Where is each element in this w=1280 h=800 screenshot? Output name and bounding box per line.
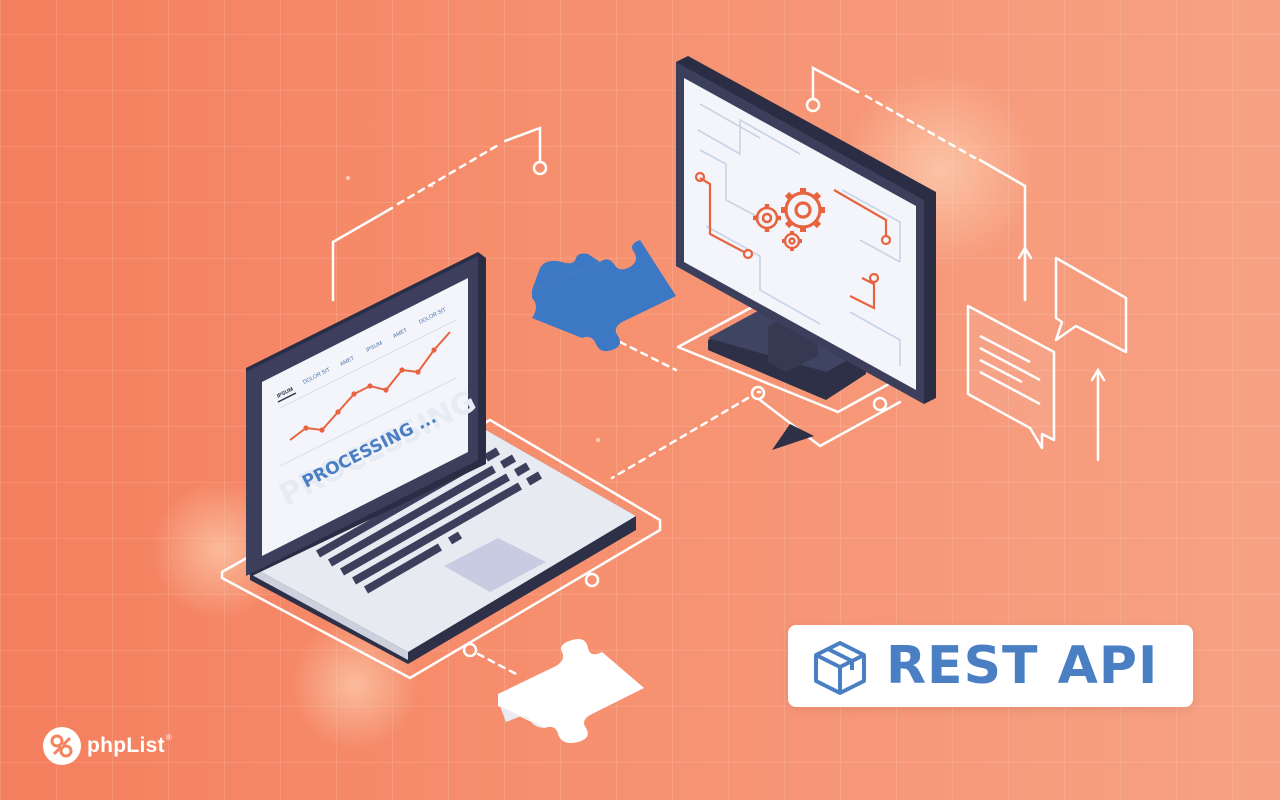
gear-icon [753,204,781,232]
gear-icon [782,231,802,251]
desktop-monitor [676,56,936,404]
laptop: IPSUM DOLOR SIT AMET IPSUM AMET DOLOR SI… [246,252,636,664]
box-icon [814,641,866,695]
chat-bubble-icon [1054,256,1128,354]
touchpad [444,538,546,592]
gear-icon [781,188,825,232]
registered-mark: ® [165,732,172,742]
brand-name: phpList [87,734,165,757]
phplist-logo: phpList ® [42,724,172,768]
rest-api-label: REST API [886,636,1159,696]
puzzle-piece-icon [498,639,644,743]
cursor-icon [772,424,814,450]
phplist-logo-icon [43,727,81,765]
chat-bubble-icon [966,304,1056,450]
rest-api-card: REST API [788,625,1193,707]
chart-points [303,347,437,433]
sparkles [346,176,600,442]
keyboard [316,447,543,594]
puzzle-piece-icon [532,240,676,352]
